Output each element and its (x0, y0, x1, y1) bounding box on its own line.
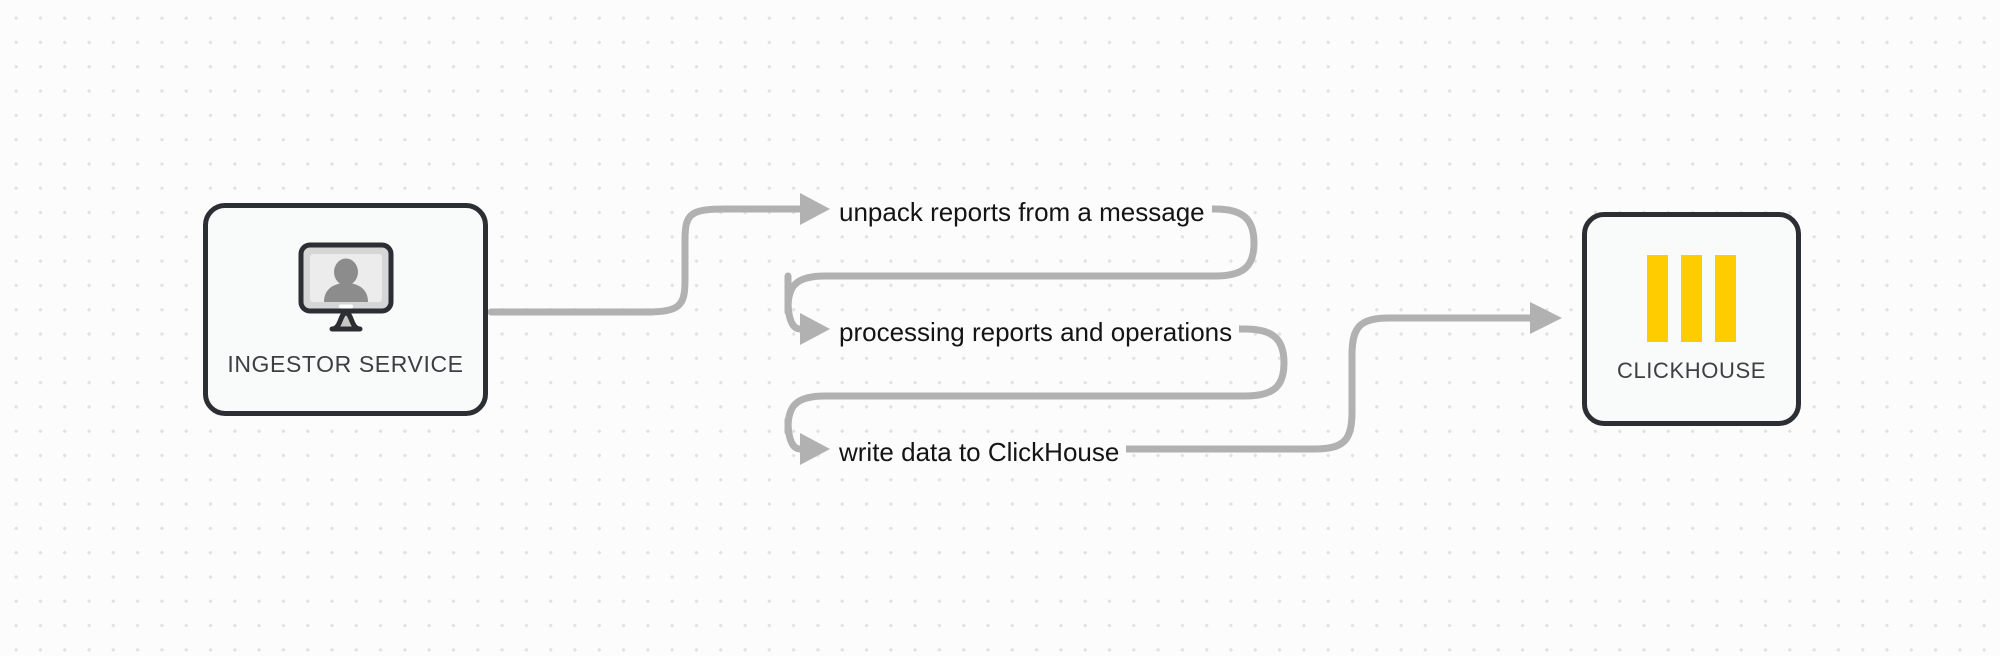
node-ingestor-service-label: INGESTOR SERVICE (227, 351, 464, 377)
edge-step2-entry (784, 296, 804, 333)
edge-label-processing-reports: processing reports and operations (832, 316, 1240, 348)
edge-label-write-data: write data to ClickHouse (832, 436, 1127, 468)
arrowhead-step1 (800, 193, 830, 225)
node-ingestor-service[interactable]: INGESTOR SERVICE (203, 203, 488, 416)
monitor-user-icon (294, 241, 398, 333)
edge-step3-entry (784, 416, 804, 453)
edge-label-unpack-reports: unpack reports from a message (832, 196, 1212, 228)
clickhouse-bar-3 (1715, 254, 1736, 342)
clickhouse-bars-icon (1647, 254, 1736, 342)
arrowhead-clickhouse (1530, 302, 1562, 334)
node-clickhouse-label: CLICKHOUSE (1616, 357, 1767, 383)
arrowhead-step3 (800, 433, 830, 465)
arrowhead-step2 (800, 313, 830, 345)
clickhouse-bar-1 (1647, 254, 1668, 342)
clickhouse-bar-2 (1681, 254, 1702, 342)
node-clickhouse[interactable]: CLICKHOUSE (1582, 212, 1801, 426)
edge-ingestor-to-step1 (487, 205, 804, 316)
